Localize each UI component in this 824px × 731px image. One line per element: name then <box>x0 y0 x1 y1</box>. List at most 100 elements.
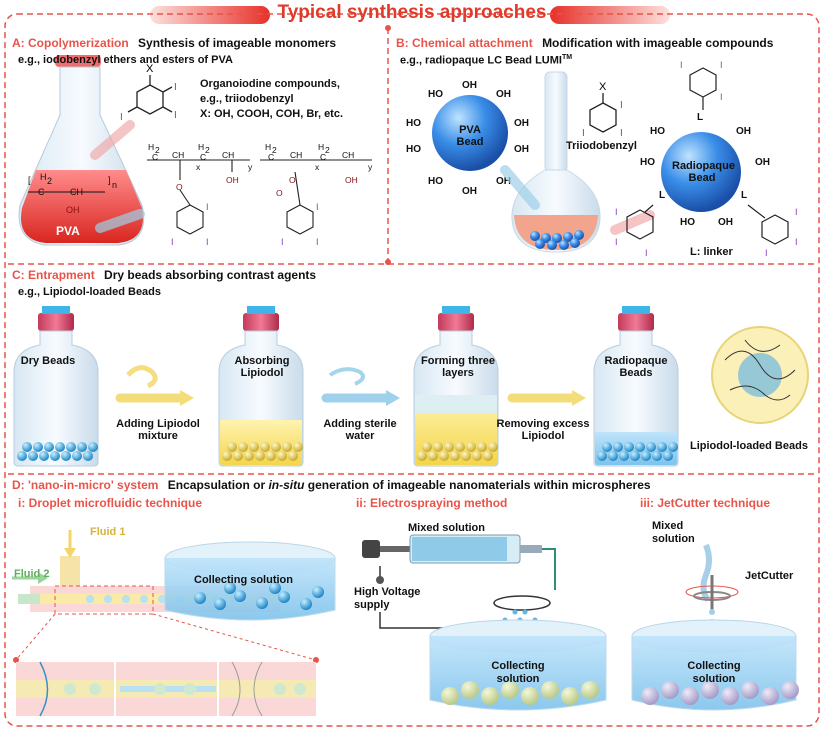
droplet <box>89 683 101 695</box>
svg-text:H: H <box>198 142 204 152</box>
loaded-beads-label: Lipiodol-loaded Beads <box>690 440 808 452</box>
section-a-title: Synthesis of imageable monomers <box>138 36 337 50</box>
bead <box>630 451 640 461</box>
svg-text:I: I <box>174 82 177 93</box>
svg-text:OH: OH <box>66 205 80 215</box>
svg-text:I: I <box>620 100 623 111</box>
svg-text:2: 2 <box>47 176 52 186</box>
bead <box>227 442 237 452</box>
svg-text:O: O <box>276 188 283 198</box>
bead <box>88 442 98 452</box>
collected-bead <box>641 687 659 705</box>
bead <box>271 442 281 452</box>
triiodobenzyl-label: Triiodobenzyl <box>566 140 637 152</box>
bead <box>44 442 54 452</box>
droplet <box>140 595 148 603</box>
bead <box>22 442 32 452</box>
bead <box>602 442 612 452</box>
mixed-solution-3-label: Mixed solution <box>652 520 695 545</box>
svg-text:OH: OH <box>496 176 511 187</box>
droplet <box>294 683 306 695</box>
svg-text:I: I <box>171 237 174 247</box>
bead <box>597 451 607 461</box>
section-c-tag: C: <box>12 268 25 282</box>
bead <box>417 451 427 461</box>
bead <box>66 442 76 452</box>
trademark-sup: TM <box>561 54 573 61</box>
svg-text:HO: HO <box>406 118 421 129</box>
svg-text:OH: OH <box>718 217 733 228</box>
bead <box>222 451 232 461</box>
bead <box>444 442 454 452</box>
svg-text:n: n <box>112 180 117 190</box>
svg-text:C: C <box>320 152 326 162</box>
svg-text:L: L <box>697 112 703 123</box>
svg-text:]: ] <box>108 175 111 185</box>
bead <box>635 442 645 452</box>
svg-text:x: x <box>196 162 201 172</box>
method-ii-title: ii: Electrospraying method <box>356 496 508 510</box>
svg-text:I: I <box>206 237 209 247</box>
section-d-title-b: generation of imageable nanomaterials wi… <box>304 478 651 492</box>
spray-droplet <box>512 609 518 615</box>
svg-text:HO: HO <box>428 176 443 187</box>
collected-bead <box>461 681 479 699</box>
section-a-name: Copolymerization <box>28 36 129 50</box>
bead <box>428 451 438 461</box>
pva-bead-label: PVA Bead <box>456 124 484 148</box>
collected-bead <box>681 687 699 705</box>
radiopaque-bead-label: Radiopaque Bead <box>672 160 735 184</box>
bead <box>646 442 656 452</box>
droplet <box>158 595 166 603</box>
svg-text:O: O <box>176 182 183 192</box>
svg-text:H: H <box>265 142 271 152</box>
bead <box>33 442 43 452</box>
bead <box>55 442 65 452</box>
droplet <box>122 595 130 603</box>
collected-bead <box>741 681 759 699</box>
x-definition: X: OH, COOH, COH, Br, etc. <box>200 108 344 120</box>
svg-text:HO: HO <box>406 144 421 155</box>
collected-bead <box>481 687 499 705</box>
svg-text:OH: OH <box>496 89 511 100</box>
svg-text:CH: CH <box>290 150 302 160</box>
bottle-label-4: Radiopaque Beads <box>604 355 668 379</box>
page-title: Typical synthesis approaches <box>277 2 547 23</box>
bead <box>461 451 471 461</box>
svg-text:2: 2 <box>272 145 277 155</box>
collected-bead <box>224 582 236 594</box>
collected-bead <box>581 681 599 699</box>
collected-bead <box>269 582 281 594</box>
bead <box>28 451 38 461</box>
collected-bead <box>256 597 268 609</box>
bead <box>61 451 71 461</box>
bead <box>238 442 248 452</box>
svg-text:OH: OH <box>514 118 529 129</box>
section-d-tag: D: <box>12 478 25 492</box>
bead <box>293 442 303 452</box>
bead <box>50 451 60 461</box>
svg-text:x: x <box>315 162 320 172</box>
svg-text:y: y <box>248 162 253 172</box>
svg-text:I: I <box>316 237 319 247</box>
droplet <box>86 595 94 603</box>
bead <box>472 451 482 461</box>
bead <box>260 442 270 452</box>
svg-text:2: 2 <box>325 145 330 155</box>
collected-bead <box>214 598 226 610</box>
section-b-example: e.g., radiopaque LC Bead LUMITM <box>400 54 572 67</box>
bead <box>77 442 87 452</box>
collected-bead <box>761 687 779 705</box>
svg-text:I: I <box>795 207 798 217</box>
svg-text:CH: CH <box>172 150 184 160</box>
spray-droplet <box>522 609 528 615</box>
linker-label: L: linker <box>690 246 733 258</box>
bead <box>663 451 673 461</box>
collecting-solution-1: Collecting solution <box>194 574 293 586</box>
high-voltage-label: High Voltage supply <box>354 586 421 611</box>
bead <box>624 442 634 452</box>
bottle-label-3: Forming three layers <box>421 355 495 379</box>
section-d-name: 'nano-in-micro' system <box>28 478 159 492</box>
step-label-2: Adding sterile water <box>323 418 397 442</box>
section-a-tag: A: <box>12 36 25 50</box>
